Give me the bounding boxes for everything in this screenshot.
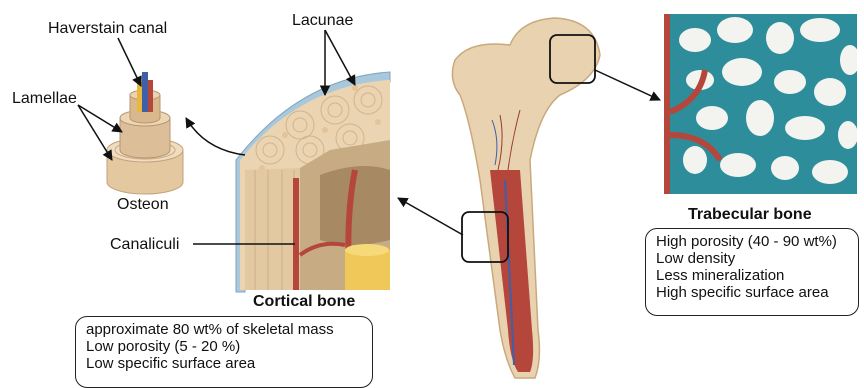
trabecular-property: Low density: [656, 250, 848, 267]
label-lamellae: Lamellae: [12, 90, 77, 108]
cortical-property: approximate 80 wt% of skeletal mass: [86, 321, 362, 338]
trabecular-property: High specific surface area: [656, 284, 848, 301]
label-canaliculi: Canaliculi: [110, 236, 179, 254]
trabecular-property: High porosity (40 - 90 wt%): [656, 233, 848, 250]
trabecular-title: Trabecular bone: [688, 206, 812, 224]
cortical-properties-box: approximate 80 wt% of skeletal mass Low …: [75, 316, 373, 388]
trabecular-properties-box: High porosity (40 - 90 wt%) Low density …: [645, 228, 859, 316]
cortical-title: Cortical bone: [253, 293, 355, 311]
cortical-property: Low specific surface area: [86, 355, 362, 372]
label-haversian-canal: Haverstain canal: [48, 20, 167, 38]
label-lacunae: Lacunae: [292, 12, 353, 30]
osteon-illustration: [107, 72, 183, 194]
cortical-cross-section: [236, 72, 395, 293]
cortical-property: Low porosity (5 - 20 %): [86, 338, 362, 355]
trabecular-property: Less mineralization: [656, 267, 848, 284]
trabecular-cross-section: [664, 14, 860, 194]
label-osteon: Osteon: [117, 196, 169, 214]
femur-illustration: [452, 18, 600, 378]
